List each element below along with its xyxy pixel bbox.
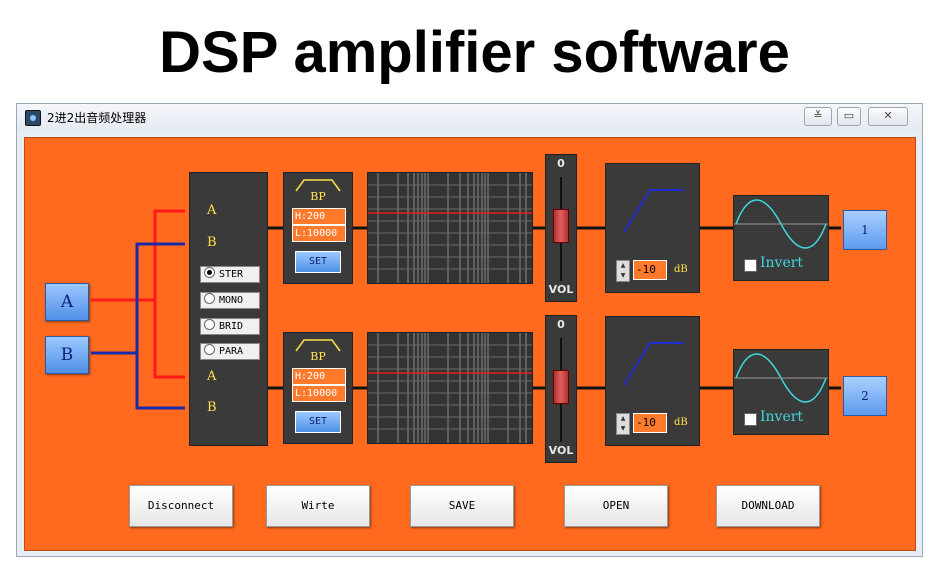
filter-high-field[interactable]: H:200 [292,368,346,385]
page-heading: DSP amplifier software [159,20,790,85]
router-bottom-a-label: A [207,369,217,384]
limiter-panel-1: ▲▼ -10 dB [605,163,700,293]
fader-top-label: 0 [557,318,565,331]
limiter-value-field[interactable]: -10 [633,260,667,280]
filter-high-field[interactable]: H:200 [292,208,346,225]
filter-panel-2: BP H:200 L:10000 SET [283,332,353,444]
limiter-curve [623,189,684,233]
limiter-spinner[interactable]: ▲▼ [616,260,630,282]
limiter-spinner[interactable]: ▲▼ [616,413,630,435]
fader-bottom-label: VOL [548,444,574,457]
filter-low-field[interactable]: L:10000 [292,225,346,242]
dsp-canvas: A B A B STER MONO BRID PARA A B BP H:200… [24,137,916,551]
app-window: 2进2出音频处理器 ≚ ▭ ✕ [16,103,923,557]
volume-fader-1[interactable]: 0 VOL [545,154,577,302]
filter-type-label: BP [310,350,326,363]
limiter-panel-2: ▲▼ -10 dB [605,316,700,446]
invert-label: Invert [760,409,804,425]
phase-panel-1: Invert [733,195,829,281]
mode-radio-para[interactable]: PARA [200,343,260,360]
limiter-unit-label: dB [674,264,688,275]
wire-b [91,242,185,410]
download-button[interactable]: DOWNLOAD [716,485,820,527]
output-1-button[interactable]: 1 [843,210,887,250]
fader-top-label: 0 [557,157,565,170]
radio-dot-icon [204,267,215,278]
mode-radio-brid[interactable]: BRID [200,318,260,335]
app-icon [25,110,41,126]
input-b-button[interactable]: B [45,336,89,374]
fader-knob[interactable] [553,209,569,243]
channel-links [267,226,841,390]
invert-checkbox[interactable] [744,413,757,426]
router-panel: A B STER MONO BRID PARA A B [189,172,268,446]
filter-panel-1: BP H:200 L:10000 SET [283,172,353,284]
fader-knob[interactable] [553,370,569,404]
eq-grid [368,173,532,283]
maximize-button[interactable]: ▭ [837,107,861,126]
sine-wave-icon [734,353,828,403]
router-top-b-label: B [207,235,217,250]
radio-dot-icon [204,319,215,330]
limiter-curve [623,342,684,386]
mode-label: BRID [219,321,244,332]
signal-wiring [91,209,841,410]
sine-wave-icon [734,199,828,249]
open-button[interactable]: OPEN [564,485,668,527]
close-button[interactable]: ✕ [868,107,908,126]
eq-grid [368,333,532,443]
router-bottom-b-label: B [207,400,217,415]
disconnect-button[interactable]: Disconnect [129,485,233,527]
filter-set-button[interactable]: SET [295,411,341,433]
mode-radio-ster[interactable]: STER [200,266,260,283]
eq-display-2[interactable] [367,332,533,444]
mode-label: PARA [219,346,244,357]
bandpass-icon [295,179,341,192]
mode-radio-mono[interactable]: MONO [200,292,260,309]
title-bar[interactable]: 2进2出音频处理器 ≚ ▭ ✕ [17,104,922,132]
invert-checkbox[interactable] [744,259,757,272]
bandpass-icon [295,339,341,352]
filter-low-field[interactable]: L:10000 [292,385,346,402]
output-2-button[interactable]: 2 [843,376,887,416]
window-title: 2进2出音频处理器 [47,111,147,125]
radio-dot-icon [204,344,215,355]
eq-display-1[interactable] [367,172,533,284]
mode-label: MONO [219,295,244,306]
save-button[interactable]: SAVE [410,485,514,527]
wire-a [91,209,185,379]
filter-type-label: BP [310,190,326,203]
input-a-button[interactable]: A [45,283,89,321]
write-button[interactable]: Wirte [266,485,370,527]
invert-label: Invert [760,255,804,271]
minimize-button[interactable]: ≚ [804,107,832,126]
phase-panel-2: Invert [733,349,829,435]
mode-label: STER [219,269,244,280]
fader-bottom-label: VOL [548,283,574,296]
radio-dot-icon [204,293,215,304]
router-top-a-label: A [207,203,217,218]
limiter-unit-label: dB [674,417,688,428]
volume-fader-2[interactable]: 0 VOL [545,315,577,463]
limiter-value-field[interactable]: -10 [633,413,667,433]
filter-set-button[interactable]: SET [295,251,341,273]
